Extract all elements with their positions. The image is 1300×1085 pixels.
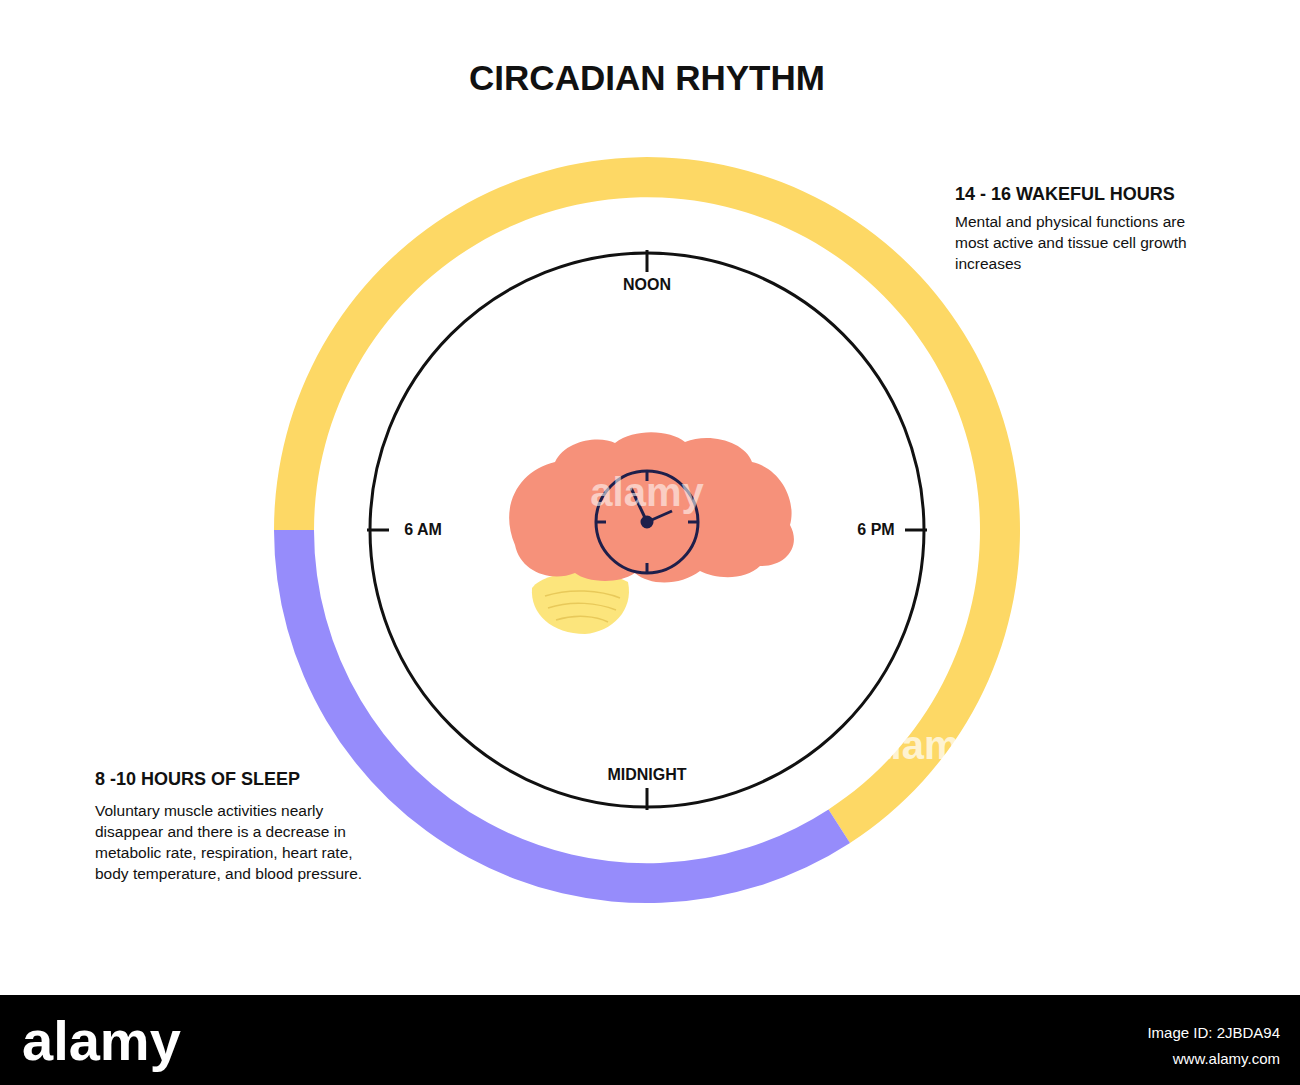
time-label: 6 AM [404, 521, 442, 539]
time-label: MIDNIGHT [607, 766, 686, 784]
title: CIRCADIAN RHYTHM [469, 58, 825, 98]
watermark-url: www.alamy.com [1173, 1050, 1280, 1067]
brain [509, 432, 794, 582]
time-label: 6 PM [857, 521, 894, 539]
watermark-bar [0, 995, 1300, 1085]
callout-heading: 14 - 16 WAKEFUL HOURS [955, 184, 1175, 205]
image-id: Image ID: 2JBDA94 [1147, 1024, 1280, 1041]
watermark: alamy [590, 470, 703, 515]
clock-face [370, 253, 924, 807]
callout-body: Voluntary muscle activities nearly disap… [95, 800, 365, 884]
watermark: alamy [868, 723, 981, 768]
cerebellum [532, 572, 629, 634]
watermark-logo: alamy [22, 1008, 181, 1073]
callout-body: Mental and physical functions are most a… [955, 211, 1205, 274]
time-label: NOON [623, 276, 671, 294]
sleep-arc [274, 530, 850, 903]
callout-heading: 8 -10 HOURS OF SLEEP [95, 769, 300, 790]
clock-ticks [367, 250, 927, 810]
